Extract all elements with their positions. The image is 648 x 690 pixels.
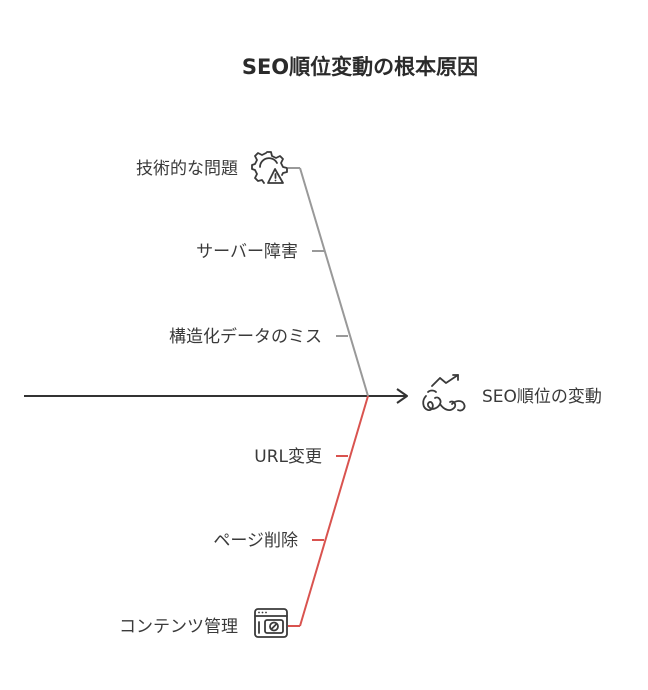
browser-blocked-icon	[254, 608, 288, 638]
diagram-title: SEO順位変動の根本原因	[242, 55, 478, 79]
effect-label: SEO順位の変動	[482, 387, 602, 407]
cause-technical-issues: 技術的な問題	[136, 159, 238, 179]
cause-page-deletion: ページ削除	[213, 531, 298, 551]
branch-technical	[288, 167, 369, 397]
branch-content	[288, 395, 369, 627]
trending-chart-icon	[422, 374, 466, 412]
spine	[24, 388, 408, 404]
cause-structured-data-error: 構造化データのミス	[169, 326, 322, 347]
cause-content-management: コンテンツ管理	[119, 617, 238, 637]
gear-warning-icon	[251, 151, 288, 184]
cause-server-outage: サーバー障害	[196, 242, 298, 262]
cause-url-change: URL変更	[254, 447, 322, 467]
